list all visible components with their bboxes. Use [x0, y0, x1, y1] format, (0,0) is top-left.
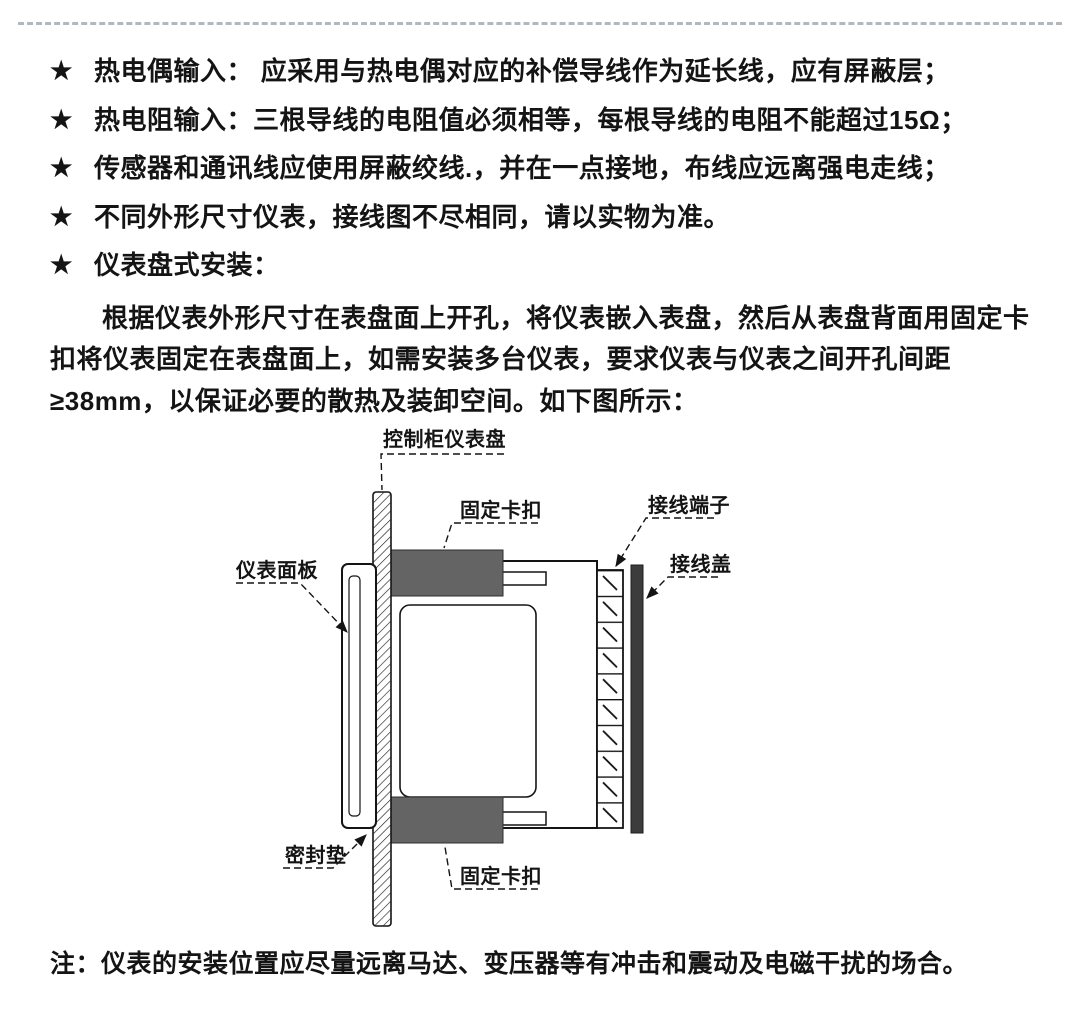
leader-cover: [646, 576, 718, 600]
star-icon: ★: [50, 154, 73, 182]
intro-paragraph: 根据仪表外形尺寸在表盘面上开孔，将仪表嵌入表盘，然后从表盘背面用固定卡扣将仪表固…: [50, 302, 1030, 416]
top-dashed-divider: [18, 22, 1062, 25]
leader-faceplate: [236, 582, 348, 634]
leader-clip-top: [443, 522, 538, 549]
fixing-clip-top: [387, 549, 504, 597]
installation-diagram: 控制柜仪表盘 固定卡扣 接线端子 接线盖 仪表面板 密封垫 固定卡扣: [235, 427, 732, 928]
wiring-cover: [630, 564, 644, 834]
label-cover: 接线盖: [670, 552, 732, 576]
meter-case: [399, 604, 537, 799]
bullet-item: ★ 仪表盘式安装：: [50, 249, 1040, 282]
star-icon: ★: [50, 251, 73, 279]
bullet-item: ★ 热电偶输入： 应采用与热电偶对应的补偿导线作为延长线，应有屏蔽层；: [50, 55, 1040, 88]
label-faceplate: 仪表面板: [235, 558, 318, 582]
leader-panel: [380, 453, 504, 491]
bullet-item: ★ 不同外形尺寸仪表，接线图不尽相同，请以实物为准。: [50, 201, 1040, 234]
bullet-text: 传感器和通讯线应使用屏蔽绞线.，并在一点接地，布线应远离强电走线；: [94, 153, 950, 183]
label-clip-bottom: 固定卡扣: [460, 864, 542, 888]
label-gasket: 密封垫: [285, 843, 347, 867]
bullet-text: 仪表盘式安装：: [94, 250, 280, 280]
fixing-clip-bottom: [387, 796, 504, 844]
star-icon: ★: [50, 105, 73, 134]
star-icon: ★: [50, 202, 73, 231]
bullet-text: 热电偶输入： 应采用与热电偶对应的补偿导线作为延长线，应有屏蔽层；: [94, 56, 950, 86]
faceplate-inner-edge: [348, 575, 361, 817]
panel-hatch-fill: [373, 492, 391, 927]
label-terminals: 接线端子: [648, 493, 730, 517]
latch-rail-bottom: [501, 811, 547, 827]
terminal-strip: [596, 569, 624, 830]
bullet-text: 不同外形尺寸仪表，接线图不尽相同，请以实物为准。: [94, 201, 731, 232]
latch-rail-top: [501, 571, 547, 587]
bullet-item: ★ 传感器和通讯线应使用屏蔽绞线.，并在一点接地，布线应远离强电走线；: [50, 152, 1040, 185]
leader-gasket: [283, 834, 367, 869]
bullet-text: 热电阻输入：三根导线的电阻值必须相等，每根导线的电阻不能超过15Ω；: [94, 104, 967, 135]
diagram-container: 控制柜仪表盘 固定卡扣 接线端子 接线盖 仪表面板 密封垫 固定卡扣: [0, 426, 1080, 942]
bullet-item: ★ 热电阻输入：三根导线的电阻值必须相等，每根导线的电阻不能超过15Ω；: [50, 104, 1040, 137]
label-clip-top: 固定卡扣: [460, 498, 542, 522]
leader-terminals: [615, 517, 714, 568]
leader-clip-bottom: [444, 847, 538, 890]
label-panel: 控制柜仪表盘: [383, 427, 506, 451]
document-body: ★ 热电偶输入： 应采用与热电偶对应的补偿导线作为延长线，应有屏蔽层； ★ 热电…: [0, 25, 1080, 422]
footer-note: 注：仪表的安装位置应尽量远离马达、变压器等有冲击和震动及电磁干扰的场合。: [50, 950, 969, 979]
star-icon: ★: [50, 57, 73, 85]
